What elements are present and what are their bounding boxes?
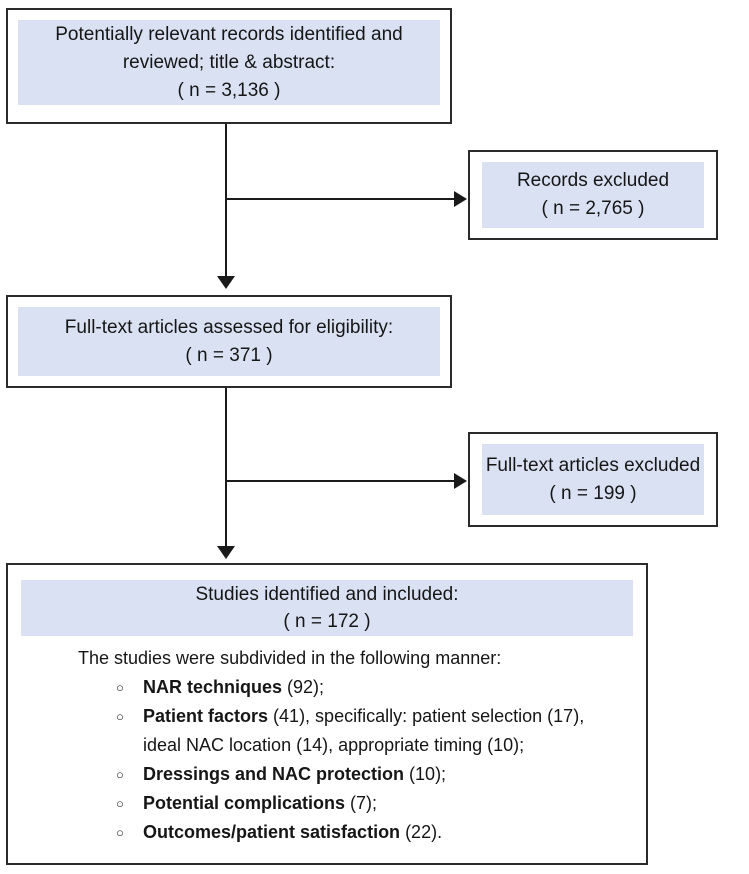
list-item-dressings: ○ Dressings and NAC protection (10); [115,760,644,789]
identification-count: ( n = 3,136 ) [177,79,281,101]
connector-down-1 [225,124,227,276]
included-box: Studies identified and included: ( n = 1… [6,563,648,865]
subdivision-list: ○ NAR techniques (92); ○ Patient factors… [115,673,644,847]
subdivision-intro: The studies were subdivided in the follo… [78,648,502,668]
bullet-rest-text: (10); [404,764,447,784]
list-item-outcomes: ○ Outcomes/patient satisfaction (22). [115,818,644,847]
arrowhead-down-2-icon [217,546,235,559]
identification-text-line2: reviewed; title & abstract: [122,51,336,73]
included-count: ( n = 172 ) [283,611,371,632]
fulltext-excluded-box: Full-text articles excluded ( n = 199 ) [468,432,718,527]
bullet-bold-text: Potential complications [143,793,346,813]
included-header: Studies identified and included: [195,584,459,605]
list-item-nar-techniques: ○ NAR techniques (92); [115,673,644,702]
bullet-circle-icon: ○ [116,796,124,811]
bullet-bold-text: NAR techniques [143,677,283,697]
records-excluded-label: Records excluded [516,170,670,191]
connector-branch-1 [226,198,454,200]
identification-text-line1: Potentially relevant records identified … [55,23,403,45]
records-excluded-count: ( n = 2,765 ) [541,198,645,219]
eligibility-count: ( n = 371 ) [185,344,273,366]
identification-box-fill: Potentially relevant records identified … [18,20,440,105]
bullet-rest-text: (92); [282,677,325,697]
records-excluded-box-fill: Records excluded ( n = 2,765 ) [482,162,704,228]
included-box-content: The studies were subdivided in the follo… [8,644,644,847]
connector-down-2 [225,388,227,546]
list-item-patient-factors: ○ Patient factors (41), specifically: pa… [115,702,644,760]
included-box-fill: Studies identified and included: ( n = 1… [21,580,633,636]
connector-branch-2 [226,480,454,482]
bullet-bold-text: Outcomes/patient satisfaction [143,822,401,842]
bullet-bold-text: Patient factors [143,706,269,726]
bullet-circle-icon: ○ [116,680,124,695]
identification-box: Potentially relevant records identified … [6,8,452,124]
bullet-wrap-line: ideal NAC location (14), appropriate tim… [143,735,525,755]
bullet-bold-text: Dressings and NAC protection [143,764,405,784]
eligibility-box: Full-text articles assessed for eligibil… [6,295,452,388]
arrowhead-down-1-icon [217,276,235,289]
bullet-rest-text: (41), specifically: patient selection (1… [268,706,585,726]
bullet-rest-text: (7); [345,793,378,813]
bullet-rest-text: (22). [400,822,443,842]
bullet-circle-icon: ○ [116,825,124,840]
list-item-complications: ○ Potential complications (7); [115,789,644,818]
fulltext-excluded-label: Full-text articles excluded [485,454,701,476]
eligibility-label: Full-text articles assessed for eligibil… [64,316,394,338]
fulltext-excluded-count: ( n = 199 ) [549,482,637,504]
fulltext-excluded-box-fill: Full-text articles excluded ( n = 199 ) [482,444,704,515]
arrowhead-right-1-icon [454,191,467,207]
eligibility-box-fill: Full-text articles assessed for eligibil… [18,307,440,376]
bullet-circle-icon: ○ [116,709,124,724]
records-excluded-box: Records excluded ( n = 2,765 ) [468,150,718,240]
arrowhead-right-2-icon [454,473,467,489]
bullet-circle-icon: ○ [116,767,124,782]
